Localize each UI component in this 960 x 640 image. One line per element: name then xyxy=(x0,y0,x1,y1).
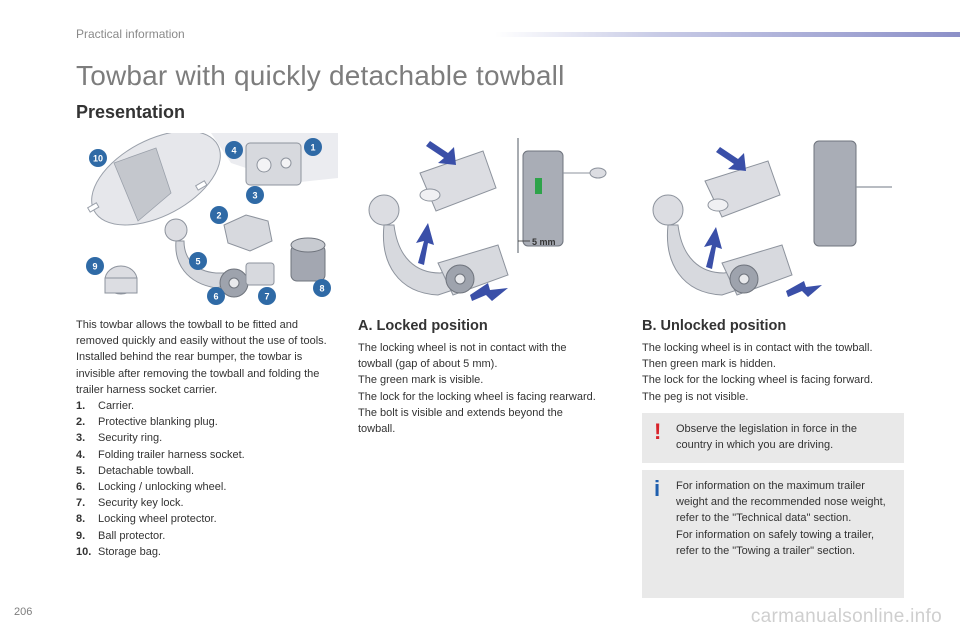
callout-9-marker xyxy=(86,257,104,275)
legend-item-label: Security ring. xyxy=(98,432,163,445)
header-bar xyxy=(495,32,960,37)
legend-item: 8. Locking wheel protector. xyxy=(76,511,332,527)
legend-item-label: Protective blanking plug. xyxy=(98,416,218,429)
legend-item-label: Security key lock. xyxy=(98,497,184,510)
legend-item: 7. Security key lock. xyxy=(76,495,332,511)
callout-1-label: 1 xyxy=(310,143,315,153)
legend-item: 5. Detachable towball. xyxy=(76,463,332,479)
warning-icon: ! xyxy=(654,419,662,444)
callout-9-label: 9 xyxy=(92,262,97,272)
warning-notice: ! Observe the legislation in force in th… xyxy=(642,413,904,463)
page-number: 206 xyxy=(14,606,33,618)
legend-item-label: Detachable towball. xyxy=(98,464,195,477)
callout-2-label: 2 xyxy=(216,211,221,221)
info-line: For information on the maximum trailer w… xyxy=(676,480,886,525)
legend-item: 1. Carrier. xyxy=(76,398,332,414)
section-subtitle: Presentation xyxy=(76,102,186,122)
callout-5-label: 5 xyxy=(195,257,200,267)
info-text: For information on the maximum trailer w… xyxy=(676,478,892,559)
locked-line: The lock for the locking wheel is facing… xyxy=(358,390,596,403)
unlocked-position-illustration xyxy=(640,133,902,310)
legend-item: 2. Protective blanking plug. xyxy=(76,414,332,430)
callout-7-marker xyxy=(258,287,276,305)
legend-item-number: 1. xyxy=(76,400,86,413)
legend-item: 4. Folding trailer harness socket. xyxy=(76,447,332,463)
legend-item-number: 9. xyxy=(76,529,86,542)
unlocked-line: The lock for the locking wheel is facing… xyxy=(642,374,874,387)
legend-item-number: 4. xyxy=(76,448,86,461)
callout-3-label: 3 xyxy=(252,191,257,201)
watermark: carmanualsonline.info xyxy=(750,606,942,627)
locked-line: The bolt is visible and extends beyond t… xyxy=(358,406,563,436)
page-title: Towbar with quickly detachable towball xyxy=(76,60,565,91)
section-header: Practical information xyxy=(76,27,185,41)
callout-8-marker xyxy=(313,279,331,297)
legend-item: 3. Security ring. xyxy=(76,430,332,446)
locked-position-illustration: 5 mm xyxy=(358,133,613,310)
unlocked-line: The peg is not visible. xyxy=(642,390,749,403)
legend-item-number: 6. xyxy=(76,481,86,494)
green-mark xyxy=(535,178,542,194)
callout-6-marker xyxy=(207,287,225,305)
callout-3-marker xyxy=(246,186,264,204)
intro-paragraph: This towbar allows the towball to be fit… xyxy=(76,319,327,396)
legend-item-number: 8. xyxy=(76,513,86,526)
legend-item-label: Folding trailer harness socket. xyxy=(98,448,245,461)
legend-item-number: 7. xyxy=(76,497,86,510)
legend-item: 10. Storage bag. xyxy=(76,544,332,560)
callout-6-label: 6 xyxy=(213,292,218,302)
legend-item-label: Storage bag. xyxy=(98,545,161,558)
callout-4-marker xyxy=(225,141,243,159)
callout-8-label: 8 xyxy=(319,284,324,294)
callout-1-marker xyxy=(304,138,322,156)
callout-2-marker xyxy=(210,206,228,224)
legend-item-label: Carrier. xyxy=(98,400,135,413)
info-notice: i For information on the maximum trailer… xyxy=(642,470,904,598)
legend-item: 9. Ball protector. xyxy=(76,528,332,544)
unlocked-line: Then green mark is hidden. xyxy=(642,358,776,371)
info-icon: i xyxy=(654,476,661,501)
unlocked-position-heading: B. Unlocked position xyxy=(642,318,787,334)
intro-block: This towbar allows the towball to be fit… xyxy=(76,317,332,560)
legend-item-label: Ball protector. xyxy=(98,529,166,542)
legend-item-number: 5. xyxy=(76,464,86,477)
legend-item-label: Locking / unlocking wheel. xyxy=(98,481,227,494)
legend-item-number: 3. xyxy=(76,432,86,445)
callout-4-label: 4 xyxy=(231,146,236,156)
unlocked-position-text: The locking wheel is in contact with the… xyxy=(642,340,907,405)
locked-position-heading: A. Locked position xyxy=(358,318,488,334)
legend-item-label: Locking wheel protector. xyxy=(98,513,217,526)
gap-dimension-label: 5 mm xyxy=(532,237,556,247)
info-line: For information on safely towing a trail… xyxy=(676,528,875,557)
unlocked-line: The locking wheel is in contact with the… xyxy=(642,342,873,354)
callout-10-label: 10 xyxy=(93,154,103,164)
legend-item-number: 2. xyxy=(76,416,86,429)
callout-7-label: 7 xyxy=(264,292,269,302)
components-illustration: 1 2 3 4 5 6 7 8 9 10 xyxy=(76,133,338,310)
component-legend: 1. Carrier. 2. Protective blanking plug. 3… xyxy=(76,398,332,560)
legend-item-number: 10. xyxy=(76,545,92,558)
locked-line: The green mark is visible. xyxy=(358,374,484,387)
warning-text: Observe the legislation in force in the … xyxy=(676,423,857,452)
callout-10-marker xyxy=(89,149,107,167)
locked-line: The locking wheel is not in contact with… xyxy=(358,342,567,371)
legend-item: 6. Locking / unlocking wheel. xyxy=(76,479,332,495)
callout-5-marker xyxy=(189,252,207,270)
locked-position-text: The locking wheel is not in contact with… xyxy=(358,340,603,437)
